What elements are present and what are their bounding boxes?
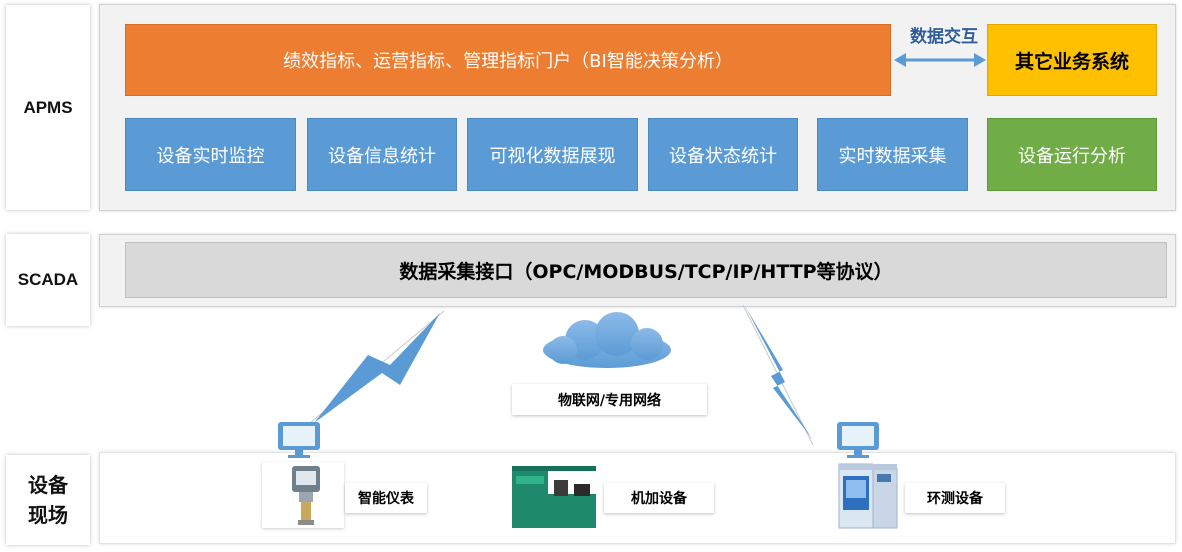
device-label: 机加设备 xyxy=(604,483,714,513)
monitor-icon-left xyxy=(278,422,320,458)
module-box: 设备信息统计 xyxy=(307,118,457,191)
other-systems-text: 其它业务系统 xyxy=(1014,50,1129,73)
module-label: 实时数据采集 xyxy=(838,145,947,167)
portal-box: 绩效指标、运营指标、管理指标门户（BI智能决策分析） xyxy=(125,24,891,96)
scada-interface-bar: 数据采集接口（OPC/MODBUS/TCP/IP/HTTP等协议） xyxy=(125,242,1167,298)
network-label-text: 物联网/专用网络 xyxy=(557,392,662,409)
other-systems-box: 其它业务系统 xyxy=(987,24,1157,96)
module-box: 可视化数据展现 xyxy=(467,118,638,191)
exchange-arrow xyxy=(894,53,986,67)
device-label-text: 智能仪表 xyxy=(358,491,414,507)
exchange-label: 数据交互 xyxy=(910,27,978,47)
monitor-icon-right xyxy=(837,422,879,458)
lightning-left-icon xyxy=(309,310,445,424)
field-label-line2: 现场 xyxy=(28,503,68,527)
network-label: 物联网/专用网络 xyxy=(512,384,707,415)
cloud-icon xyxy=(543,312,671,368)
scada-label-text: SCADA xyxy=(17,270,79,289)
layer-label-scada: SCADA xyxy=(6,234,90,326)
scada-interface-text: 数据采集接口（OPC/MODBUS/TCP/IP/HTTP等协议） xyxy=(399,260,893,283)
lightning-right-icon xyxy=(742,304,814,446)
portal-text: 绩效指标、运营指标、管理指标门户（BI智能决策分析） xyxy=(283,51,733,72)
module-label: 可视化数据展现 xyxy=(489,145,616,167)
module-box: 实时数据采集 xyxy=(817,118,968,191)
module-box: 设备状态统计 xyxy=(648,118,798,191)
module-box: 设备实时监控 xyxy=(125,118,296,191)
module-box-analysis: 设备运行分析 xyxy=(987,118,1157,191)
device-label-text: 机加设备 xyxy=(631,491,687,507)
device-label: 智能仪表 xyxy=(345,483,427,513)
apms-label-text: APMS xyxy=(23,97,73,117)
module-label: 设备运行分析 xyxy=(1018,145,1126,167)
chamber-image xyxy=(835,462,905,530)
machining-image xyxy=(508,456,600,532)
layer-label-field: 设备 现场 xyxy=(6,455,90,545)
device-label-text: 环测设备 xyxy=(927,491,983,507)
smart-meter-icon xyxy=(292,466,320,525)
device-label: 环测设备 xyxy=(905,483,1005,513)
field-label-line1: 设备 xyxy=(28,473,68,497)
layer-label-apms: APMS xyxy=(6,5,90,210)
module-label: 设备状态统计 xyxy=(669,145,777,167)
module-label: 设备实时监控 xyxy=(156,145,265,167)
module-label: 设备信息统计 xyxy=(328,145,436,167)
machine-icon xyxy=(512,466,596,528)
smart-meter-image xyxy=(262,462,344,528)
test-chamber-icon xyxy=(838,463,898,529)
